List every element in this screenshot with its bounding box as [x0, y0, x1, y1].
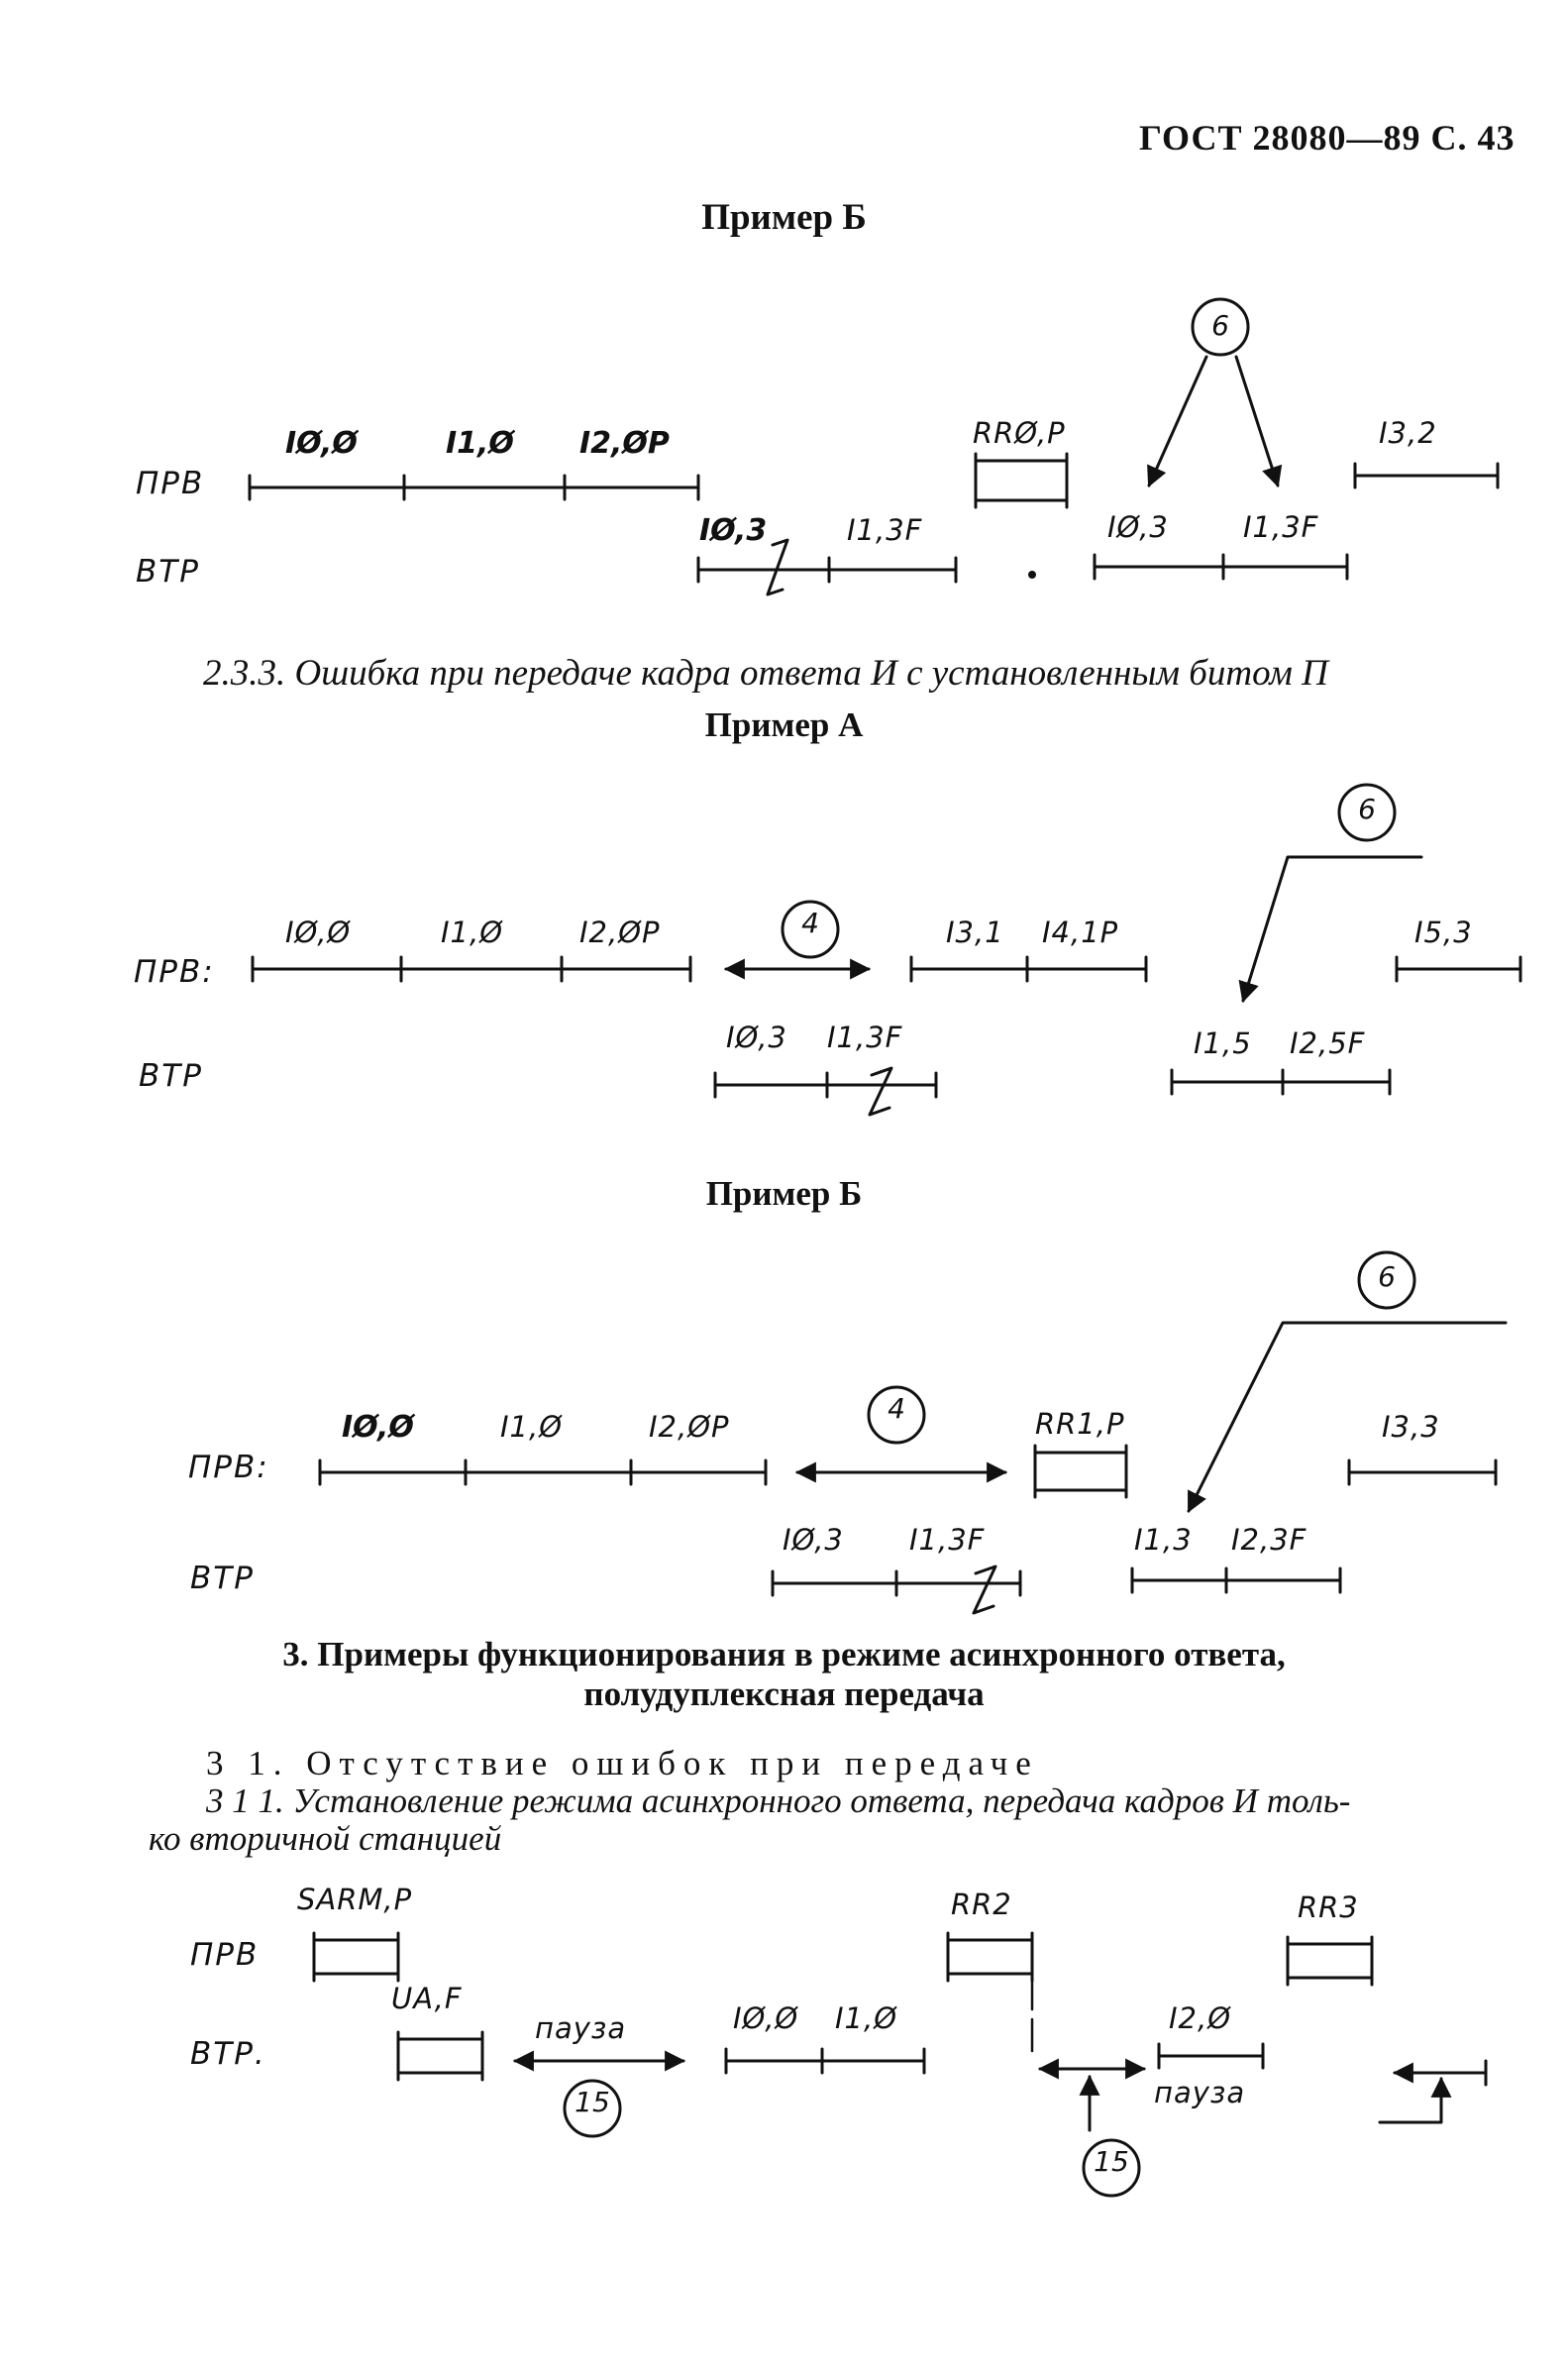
frame-label: I1,3F — [1243, 510, 1319, 544]
frame-label: I3,3 — [1382, 1410, 1440, 1444]
frame-label: I2,3F — [1231, 1523, 1307, 1557]
frame-label: SARM,P — [297, 1883, 413, 1916]
block3-heading: Пример Б — [705, 1174, 863, 1213]
frame-label: IØ,Ø — [285, 426, 358, 461]
frame-label: I2,ØP — [579, 916, 661, 949]
frame-label: I2,ØP — [649, 1410, 730, 1444]
frame-label: RR3 — [1298, 1890, 1359, 1924]
frame-label: I1,3F — [847, 513, 923, 547]
block2-heading: Пример А — [704, 705, 864, 744]
frame-label: I2,ØP — [579, 426, 670, 461]
frame-label: IØ,Ø — [733, 2001, 799, 2035]
block4-drawing — [312, 1931, 1488, 2198]
block4-label-prv: ПРВ — [190, 1937, 260, 1973]
block2-label-vtr: ВТР — [139, 1058, 203, 1094]
marker-number: 15 — [575, 2086, 610, 2118]
frame-label: UA,F — [391, 1982, 463, 2015]
section-311-line1: 3 1 1. Установление режима асинхронного … — [206, 1781, 1351, 1820]
frame-label: IØ,3 — [1107, 510, 1169, 544]
frame-label: I2,5F — [1290, 1026, 1366, 1060]
frame-label: I4,1P — [1042, 916, 1119, 949]
pause-label: пауза — [1154, 2076, 1246, 2109]
frame-label: I1,3 — [1134, 1523, 1193, 1557]
block4-label-vtr: ВТР. — [190, 2036, 266, 2072]
block1-label-vtr: ВТР — [136, 554, 200, 590]
frame-label: IØ,3 — [726, 1021, 787, 1054]
frame-label: RR1,P — [1035, 1407, 1125, 1441]
frame-label: IØ,Ø — [342, 1410, 414, 1445]
frame-label: I1,Ø — [500, 1410, 564, 1444]
marker-number: 6 — [1211, 309, 1229, 342]
frame-label: I1,3F — [827, 1021, 903, 1054]
block1-label-prv: ПРВ — [136, 466, 205, 501]
block3-drawing — [318, 1250, 1508, 1615]
frame-label: I1,Ø — [835, 2001, 898, 2035]
block2-drawing — [251, 783, 1522, 1117]
frame-label: I1,Ø — [446, 426, 514, 461]
frame-label: I3,1 — [946, 916, 1004, 949]
frame-label: I1,5 — [1194, 1026, 1252, 1060]
marker-number: 4 — [801, 907, 819, 939]
block3-label-prv: ПРВ: — [188, 1450, 269, 1485]
frame-label: I2,Ø — [1169, 2001, 1232, 2035]
block1-heading: Пример Б — [701, 197, 867, 238]
frame-label: I1,3F — [909, 1523, 986, 1557]
block1-drawing — [248, 297, 1500, 596]
page-header-ref: ГОСТ 28080—89 С. 43 — [1139, 118, 1516, 158]
section-311-line2: ко вторичной станцией — [149, 1819, 502, 1858]
section-3-title-line1: 3. Примеры функционирования в режиме аси… — [282, 1635, 1286, 1673]
section-31-title: 3 1. Отсутствие ошибок при передаче — [206, 1744, 1039, 1782]
frame-label: RRØ,P — [973, 416, 1066, 450]
block2-label-prv: ПРВ: — [134, 954, 215, 990]
frame-label: IØ,3 — [699, 513, 768, 548]
frame-label: IØ,3 — [783, 1523, 844, 1557]
frame-label: IØ,Ø — [285, 916, 352, 949]
section-3-title-line2: полудуплексная передача — [583, 1674, 985, 1713]
marker-number: 6 — [1378, 1260, 1396, 1293]
marker-number: 15 — [1094, 2145, 1129, 2178]
block3-label-vtr: ВТР — [190, 1561, 255, 1596]
section-233-title: 2.3.3. Ошибка при передаче кадра ответа … — [203, 653, 1328, 694]
pause-label: пауза — [535, 2011, 627, 2045]
marker-number: 4 — [888, 1392, 905, 1425]
frame-label: I3,2 — [1379, 416, 1437, 450]
frame-label: I1,Ø — [441, 916, 504, 949]
marker-number: 6 — [1358, 793, 1376, 825]
frame-label: I5,3 — [1414, 916, 1473, 949]
frame-label: RR2 — [951, 1888, 1012, 1921]
